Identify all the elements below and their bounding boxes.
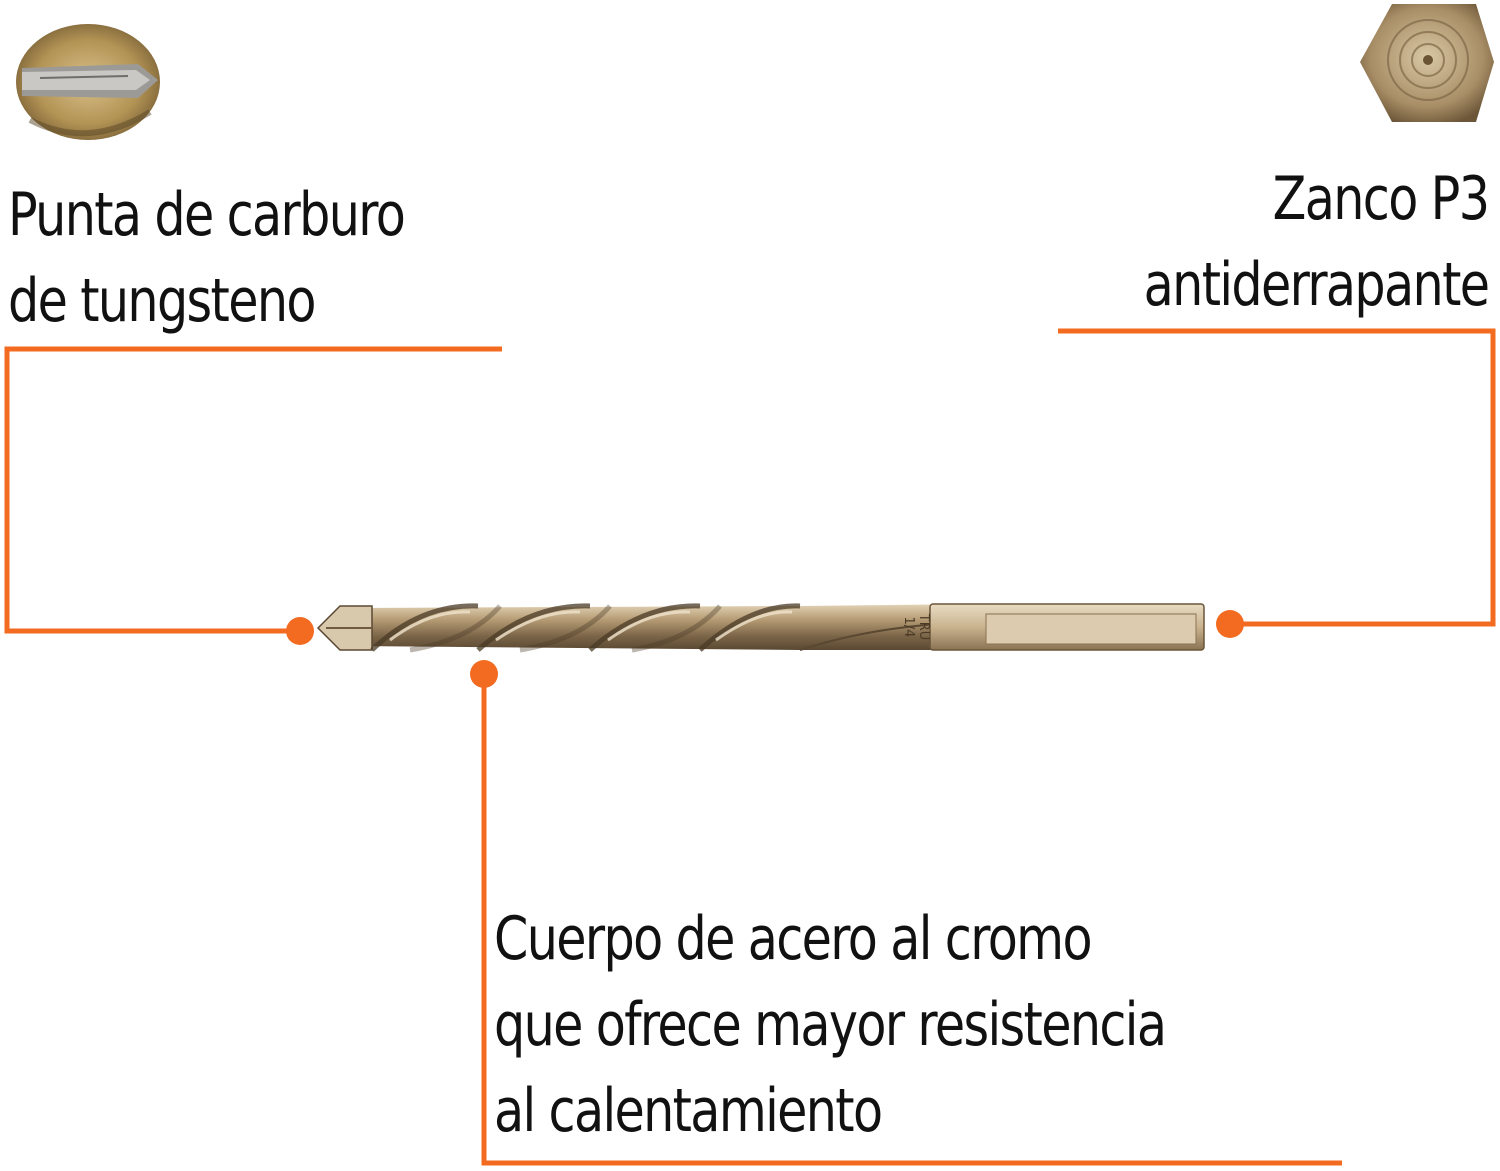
body-callout-line (481, 674, 1342, 1166)
tip-callout-line-2: de tungsteno (8, 266, 316, 336)
body-callout-label: Cuerpo de acero al cromo que ofrece mayo… (494, 896, 1167, 1154)
carbide-tip-thumbnail (16, 24, 160, 140)
body-callout-dot (470, 660, 498, 688)
shank-callout-line (1058, 328, 1496, 627)
shank-callout-label: Zanco P3 antiderrapante (1143, 156, 1489, 328)
tip-callout-line (4, 346, 502, 634)
body-callout-line-2: que ofrece mayor resistencia (494, 990, 1167, 1060)
drill-bit-marking-brand: TRU (916, 613, 931, 641)
tip-callout-dot (286, 617, 314, 645)
shank-callout-dot (1216, 610, 1244, 638)
hex-shank-thumbnail (1360, 4, 1494, 122)
body-callout-line-1: Cuerpo de acero al cromo (494, 904, 1093, 974)
drill-bit: TRU 1/4 (316, 603, 1205, 653)
drill-bit-shank-flat (985, 613, 1197, 645)
drill-bit-marking-size: 1/4 (901, 617, 916, 638)
body-callout-line-3: al calentamiento (494, 1076, 883, 1146)
tip-callout-line-1: Punta de carburo (8, 180, 406, 250)
shank-callout-line-1: Zanco P3 (1272, 164, 1489, 234)
shank-callout-line-2: antiderrapante (1143, 250, 1489, 320)
tip-callout-label: Punta de carburo de tungsteno (8, 172, 406, 344)
drill-bit-flutes (370, 603, 801, 653)
